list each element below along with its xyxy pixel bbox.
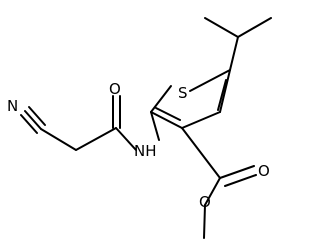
amide-oxygen-label: O: [109, 80, 121, 98]
chemical-structure: N O NH S O O: [7, 17, 272, 239]
isopropyl-group: [204, 17, 272, 71]
bond-c3-c2-inner: [155, 107, 181, 121]
bond-ester-carbonyl-o-lower: [224, 174, 257, 187]
bond-nh-carbonyl: [115, 127, 137, 151]
bond-c3-ester-carbon: [181, 127, 221, 179]
methyl-ester-group: [181, 127, 257, 239]
ester-carbonyl-oxygen-label: O: [258, 162, 270, 180]
sulfur-label: S: [178, 84, 188, 102]
bond-c2-nh: [150, 111, 160, 141]
bond-isopropyl-left: [204, 17, 239, 38]
nitrogen-label: N: [7, 97, 18, 115]
bond-nitrile-1: [24, 110, 42, 130]
bond-ester-carbon-o: [204, 177, 221, 206]
nh-label: NH: [134, 142, 157, 160]
bond-c2-s: [150, 85, 172, 113]
bond-c4-c3: [181, 111, 221, 129]
bond-ester-carbonyl-o-upper: [219, 165, 255, 179]
bond-carbonyl-ch2: [75, 127, 117, 151]
bond-isopropyl-ring: [229, 36, 239, 71]
bond-c3-c2: [150, 111, 183, 129]
bond-nitrile-2: [28, 106, 46, 126]
bond-isopropyl-right: [237, 17, 272, 38]
bond-o-methyl: [203, 204, 206, 239]
bond-c5-c4: [219, 69, 231, 113]
bond-c5-c4-inner: [217, 79, 227, 111]
thiophene-ring: [150, 69, 231, 129]
cyanoacetamide-group: [20, 95, 160, 151]
bond-s-c5: [189, 69, 231, 92]
bond-nitrile-3: [20, 114, 38, 134]
ester-alkoxy-oxygen-label: O: [199, 193, 211, 211]
bond-ch2-cn: [40, 128, 77, 151]
